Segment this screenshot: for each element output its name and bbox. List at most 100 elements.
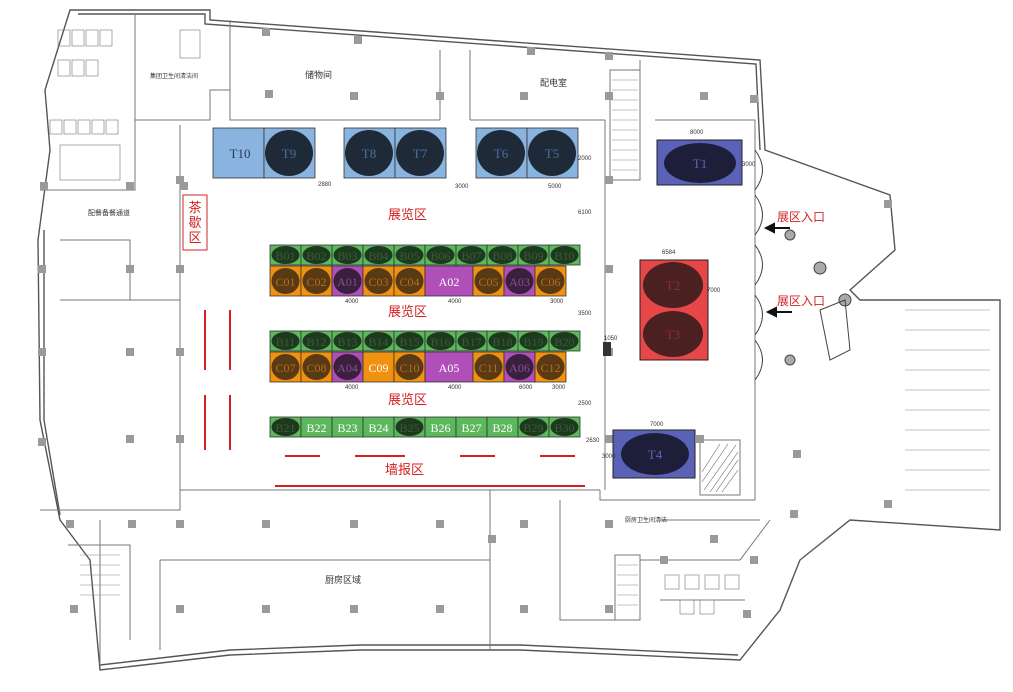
dim-t1-width: 8000 (690, 130, 704, 136)
booth-a01-label: A01 (337, 275, 358, 289)
booth-a03-label: A03 (509, 275, 530, 289)
booth-b20[interactable]: B20 (548, 330, 581, 352)
booth-b17[interactable]: B17 (455, 330, 488, 352)
booth-a02-label: A02 (439, 275, 460, 289)
booth-c12-label: C12 (540, 361, 560, 375)
booth-b10[interactable]: B10 (548, 244, 581, 266)
stand-t9-label: T9 (282, 146, 296, 161)
booth-b13-label: B13 (337, 335, 357, 349)
stand-t10[interactable]: T10 (212, 127, 265, 179)
stand-t2-label: T2 (666, 278, 680, 293)
entrance-arrows (763, 222, 792, 318)
dim-t4-height: 3000 (602, 454, 616, 460)
booth-b25[interactable]: B25 (393, 416, 426, 438)
booth-b21[interactable]: B21 (269, 416, 302, 438)
booth-b11[interactable]: B11 (269, 330, 302, 352)
booth-b28[interactable]: B28 (486, 416, 519, 438)
booth-b09[interactable]: B09 (517, 244, 550, 266)
zone-wall-poster: 墙报区 (385, 462, 424, 477)
booth-b15-label: B15 (399, 335, 419, 349)
booth-c06[interactable]: C06 (534, 265, 567, 297)
booth-b01[interactable]: B01 (269, 244, 302, 266)
zone-entrance-2: 展区入口 (777, 294, 825, 308)
booth-c07[interactable]: C07 (269, 351, 302, 383)
stand-t4[interactable]: T4 (612, 429, 696, 479)
booth-a03[interactable]: A03 (503, 265, 536, 297)
booth-b18[interactable]: B18 (486, 330, 519, 352)
booth-b27[interactable]: B27 (455, 416, 488, 438)
stand-t2-t3[interactable]: T2 T3 (639, 259, 709, 361)
booth-b14[interactable]: B14 (362, 330, 395, 352)
booth-c05[interactable]: C05 (472, 265, 505, 297)
booth-c01[interactable]: C01 (269, 265, 302, 297)
stand-t4-label: T4 (648, 447, 663, 462)
stand-t9[interactable]: T9 (263, 127, 316, 179)
booth-b12[interactable]: B12 (300, 330, 333, 352)
booth-b29[interactable]: B29 (517, 416, 550, 438)
booth-b26-label: B26 (430, 421, 450, 435)
booth-b30[interactable]: B30 (548, 416, 581, 438)
booth-b05[interactable]: B05 (393, 244, 426, 266)
booth-b26[interactable]: B26 (424, 416, 457, 438)
building-outline (37, 9, 1001, 671)
booth-b19[interactable]: B19 (517, 330, 550, 352)
booth-c04-label: C04 (399, 275, 419, 289)
zone-labels: 展览区 展览区 展览区 墙报区 展区入口 展区入口 (385, 207, 825, 477)
booth-a01[interactable]: A01 (331, 265, 364, 297)
stairs (80, 79, 990, 606)
booth-b23[interactable]: B23 (331, 416, 364, 438)
booth-b03[interactable]: B03 (331, 244, 364, 266)
dim-top-left: 2880 (318, 182, 332, 188)
booth-b05-label: B05 (399, 249, 419, 263)
stand-t6[interactable]: T6 (475, 127, 528, 179)
booth-b29-label: B29 (523, 421, 543, 435)
booth-a02[interactable]: A02 (424, 265, 474, 297)
booth-b04[interactable]: B04 (362, 244, 395, 266)
stand-t8[interactable]: T8 (343, 127, 396, 179)
booth-c05-label: C05 (478, 275, 498, 289)
room-left-hall: 配餐备餐通道 (88, 208, 130, 217)
booth-b08[interactable]: B08 (486, 244, 519, 266)
booth-b02-label: B02 (306, 249, 326, 263)
booth-b02[interactable]: B02 (300, 244, 333, 266)
booth-a05[interactable]: A05 (424, 351, 474, 383)
booth-b25-label: B25 (399, 421, 419, 435)
booth-c11[interactable]: C11 (472, 351, 505, 383)
booth-b15[interactable]: B15 (393, 330, 426, 352)
booth-b13[interactable]: B13 (331, 330, 364, 352)
booth-a04[interactable]: A04 (331, 351, 364, 383)
tea-break-char: 区 (188, 230, 201, 245)
booth-b16[interactable]: B16 (424, 330, 457, 352)
wall-poster-lines (275, 455, 585, 487)
booth-b07[interactable]: B07 (455, 244, 488, 266)
booth-a04-label: A04 (337, 361, 358, 375)
zone-exhibition-3: 展览区 (388, 392, 427, 407)
booth-c10[interactable]: C10 (393, 351, 426, 383)
booth-c02[interactable]: C02 (300, 265, 333, 297)
stand-t7[interactable]: T7 (394, 127, 447, 179)
booth-c08-label: C08 (306, 361, 326, 375)
row2-dim: 3000 (552, 385, 566, 391)
stand-t5[interactable]: T5 (526, 127, 579, 179)
booth-c03[interactable]: C03 (362, 265, 395, 297)
dim-top-mid: 3000 (455, 184, 469, 190)
booth-c10-label: C10 (399, 361, 419, 375)
booth-a06[interactable]: A06 (503, 351, 536, 383)
booth-b17-label: B17 (461, 335, 481, 349)
dim-t23-width: 6584 (662, 250, 676, 256)
booth-b06[interactable]: B06 (424, 244, 457, 266)
booth-b23-label: B23 (337, 421, 357, 435)
booth-b24[interactable]: B24 (362, 416, 395, 438)
row2-dim: 4000 (345, 385, 359, 391)
stand-t1[interactable]: T1 (656, 139, 743, 186)
booth-c09[interactable]: C09 (362, 351, 395, 383)
booth-c08[interactable]: C08 (300, 351, 333, 383)
booth-b22[interactable]: B22 (300, 416, 333, 438)
row2-dim: 6000 (519, 385, 533, 391)
booth-b12-label: B12 (306, 335, 326, 349)
booth-c12[interactable]: C12 (534, 351, 567, 383)
zone-exhibition-2: 展览区 (388, 304, 427, 319)
room-kitchen: 厨房区域 (325, 574, 361, 585)
booth-c04[interactable]: C04 (393, 265, 426, 297)
